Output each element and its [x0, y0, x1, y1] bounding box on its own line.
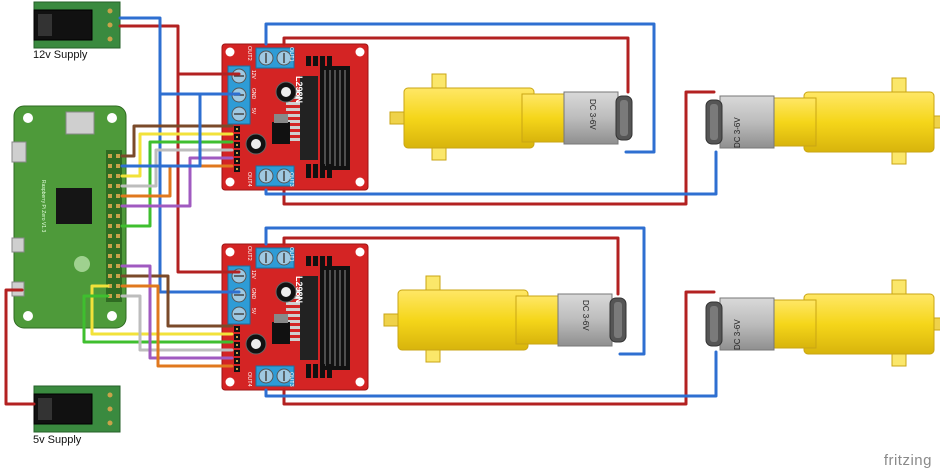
- driver-top-out1-label: OUT1: [288, 47, 294, 62]
- wire-ctrl-purple-bottom: [120, 264, 234, 360]
- wire-5v-positive: [4, 288, 36, 406]
- wire-12v-positive: [118, 24, 241, 76]
- wire-motor3-b: [264, 226, 646, 356]
- wire-ctrl-gray-top: [120, 148, 234, 188]
- driver-top-out4-label: OUT4: [246, 172, 252, 187]
- motor-2-rating: DC 3-6V: [733, 117, 742, 148]
- driver-bottom-5v-label: 5V: [250, 308, 256, 315]
- wire-motor1-b: [264, 22, 656, 154]
- gear-motor-1: DC 3-6V: [389, 73, 633, 161]
- motor-3-rating: DC 3-6V: [581, 300, 590, 331]
- fritzing-watermark: fritzing: [883, 452, 932, 469]
- wire-motor4-b: [264, 350, 718, 398]
- wire-ctrl-orange-bottom: [120, 284, 234, 368]
- wire-ctrl-yellow-bottom: [90, 284, 234, 336]
- wire-motor2-b: [264, 150, 718, 196]
- driver-top-chip-label: L298N: [294, 76, 304, 103]
- driver-top-5v-label: 5V: [250, 108, 256, 115]
- wire-ctrl-yellow-top: [120, 132, 234, 178]
- l298n-driver-top: L298N OUT1 OUT2 OUT3 OUT4 12V GND 5V: [221, 43, 369, 191]
- wire-12v-ground-bottom: [158, 92, 241, 294]
- supply-5v-label: 5v Supply: [33, 434, 82, 446]
- driver-top-out2-label: OUT2: [246, 46, 252, 61]
- wire-ctrl-green-top: [120, 140, 234, 228]
- driver-top-12v-label: 12V: [250, 70, 256, 80]
- raspberry-pi-zero-board: Raspberry Pi Zero V1.3: [11, 105, 127, 329]
- wire-motor1-a: [282, 36, 630, 94]
- l298n-driver-bottom: L298N OUT1 OUT2 OUT3 OUT4 12V GND 5V: [221, 243, 369, 391]
- driver-bottom-chip-label: L298N: [294, 276, 304, 303]
- wire-pi-gnd-top: [120, 92, 202, 168]
- wire-ctrl-brown-bottom: [120, 274, 234, 328]
- driver-top-out3-label: OUT3: [288, 172, 294, 187]
- supply-5v-jack: [33, 385, 121, 433]
- gear-motor-2: DC 3-6V: [705, 77, 940, 165]
- pi-board-name: Raspberry Pi Zero V1.3: [40, 180, 46, 232]
- gear-motor-3: DC 3-6V: [383, 275, 627, 363]
- driver-bottom-out3-label: OUT3: [288, 372, 294, 387]
- driver-bottom-12v-label: 12V: [250, 270, 256, 280]
- driver-bottom-out2-label: OUT2: [246, 246, 252, 261]
- driver-bottom-gnd-label: GND: [250, 288, 256, 300]
- wire-ctrl-purple-top: [120, 156, 234, 208]
- motor-1-rating: DC 3-6V: [588, 99, 597, 130]
- wire-motor3-a: [282, 236, 620, 296]
- gear-motor-4: DC 3-6V: [705, 279, 940, 367]
- driver-top-gnd-label: GND: [250, 88, 256, 100]
- supply-12v-label: 12v Supply: [33, 49, 88, 61]
- motor-4-rating: DC 3-6V: [733, 319, 742, 350]
- driver-bottom-out1-label: OUT1: [288, 247, 294, 262]
- wire-ctrl-brown-top: [120, 124, 234, 158]
- wires: [4, 16, 718, 406]
- wire-motor2-a: [282, 90, 716, 206]
- driver-bottom-out4-label: OUT4: [246, 372, 252, 387]
- wire-12v-positive-bottom: [176, 72, 241, 274]
- supply-12v-jack: [33, 1, 121, 49]
- wire-ctrl-gray-bottom: [120, 294, 234, 352]
- wire-motor4-a: [282, 290, 716, 406]
